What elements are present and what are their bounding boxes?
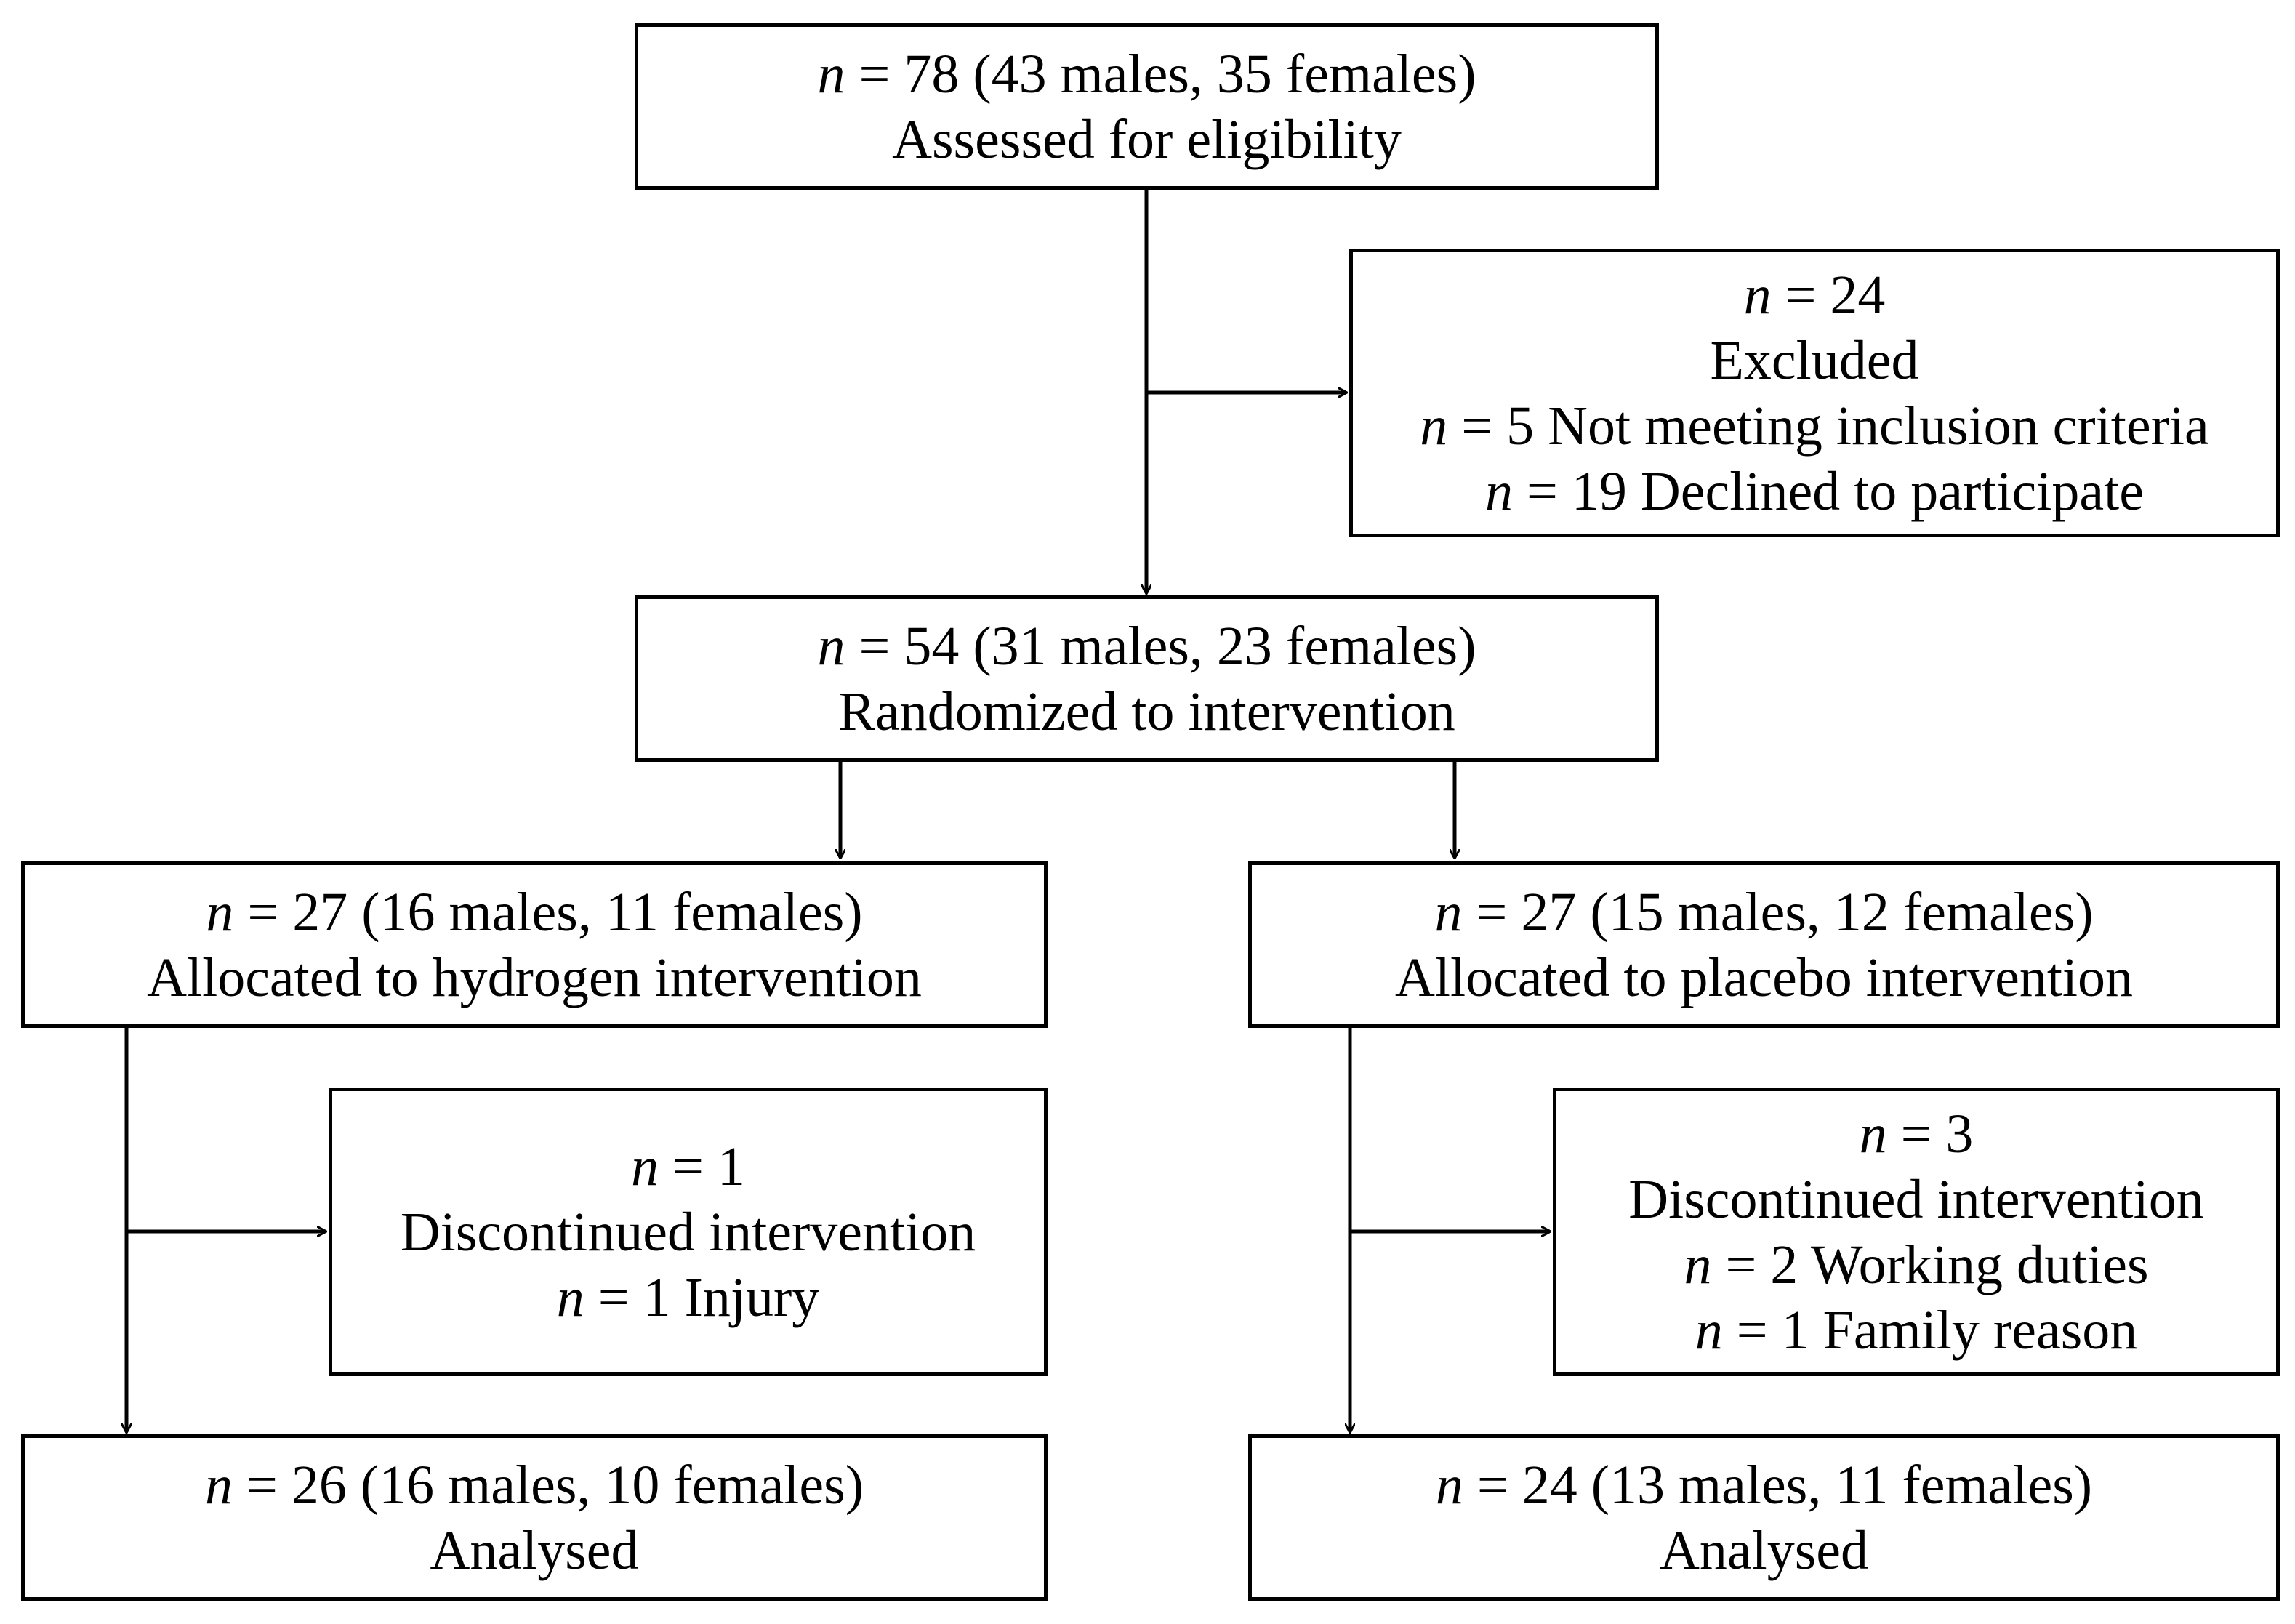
n-symbol: n <box>1485 460 1513 522</box>
assessed-line-2: Assessed for eligibility <box>892 107 1402 172</box>
analysed-p-line-1: n = 24 (13 males, 11 females) <box>1436 1452 2092 1518</box>
line-text: = 1 Injury <box>598 1266 820 1328</box>
n-symbol: n <box>206 881 234 943</box>
randomized-line-1: n = 54 (31 males, 23 females) <box>817 614 1476 679</box>
analysed-h-line-2: Analysed <box>430 1518 638 1583</box>
n-symbol: n <box>556 1266 584 1328</box>
discontinued-p-line-2: Discontinued intervention <box>1628 1167 2204 1232</box>
line-text: Assessed for eligibility <box>892 108 1402 170</box>
line-text: Allocated to hydrogen intervention <box>147 946 922 1008</box>
line-text: = 54 (31 males, 23 females) <box>859 615 1476 677</box>
line-text: = 1 Family reason <box>1736 1299 2138 1361</box>
line-text: Discontinued intervention <box>400 1201 976 1263</box>
placebo-line-1: n = 27 (15 males, 12 females) <box>1434 880 2093 945</box>
n-symbol: n <box>1684 1234 1712 1295</box>
randomized-line-2: Randomized to intervention <box>838 679 1455 744</box>
discontinued-p-line-1: n = 3 <box>1860 1101 1974 1167</box>
randomized-box: n = 54 (31 males, 23 females)Randomized … <box>635 595 1659 762</box>
placebo-allocation-box: n = 27 (15 males, 12 females)Allocated t… <box>1248 861 2280 1028</box>
line-text: = 27 (16 males, 11 females) <box>247 881 863 943</box>
discontinued-h-line-2: Discontinued intervention <box>401 1199 976 1265</box>
line-text: = 24 (13 males, 11 females) <box>1476 1454 2093 1516</box>
line-text: = 19 Declined to participate <box>1527 460 2144 522</box>
n-symbol: n <box>1695 1299 1723 1361</box>
n-symbol: n <box>817 615 845 677</box>
line-text: = 27 (15 males, 12 females) <box>1476 881 2094 943</box>
placebo-line-2: Allocated to placebo intervention <box>1395 945 2133 1010</box>
line-text: = 24 <box>1785 264 1886 326</box>
line-text: = 78 (43 males, 35 females) <box>859 43 1476 105</box>
line-text: Excluded <box>1710 329 1919 391</box>
analysed-h-line-1: n = 26 (16 males, 10 females) <box>205 1452 864 1518</box>
line-text: = 1 <box>672 1135 745 1197</box>
assessed-box: n = 78 (43 males, 35 females)Assessed fo… <box>635 23 1659 190</box>
discontinued-p-line-3: n = 2 Working duties <box>1684 1232 2148 1298</box>
line-text: = 26 (16 males, 10 females) <box>246 1454 864 1516</box>
excluded-line-1: n = 24 <box>1744 262 1886 328</box>
analysed-placebo-box: n = 24 (13 males, 11 females)Analysed <box>1248 1434 2280 1601</box>
hydrogen-line-2: Allocated to hydrogen intervention <box>147 945 922 1010</box>
hydrogen-allocation-box: n = 27 (16 males, 11 females)Allocated t… <box>21 861 1048 1028</box>
assessed-line-1: n = 78 (43 males, 35 females) <box>817 41 1476 107</box>
line-text: Randomized to intervention <box>838 680 1455 742</box>
line-text: = 5 Not meeting inclusion criteria <box>1461 395 2209 457</box>
excluded-line-3: n = 5 Not meeting inclusion criteria <box>1420 393 2209 459</box>
line-text: Analysed <box>1659 1519 1869 1581</box>
line-text: Analysed <box>430 1519 639 1581</box>
line-text: = 2 Working duties <box>1725 1234 2149 1295</box>
n-symbol: n <box>1420 395 1448 457</box>
excluded-line-2: Excluded <box>1710 328 1918 393</box>
n-symbol: n <box>204 1454 233 1516</box>
analysed-hydrogen-box: n = 26 (16 males, 10 females)Analysed <box>21 1434 1048 1601</box>
hydrogen-line-1: n = 27 (16 males, 11 females) <box>206 880 862 945</box>
discontinued-h-line-3: n = 1 Injury <box>557 1265 820 1330</box>
analysed-p-line-2: Analysed <box>1660 1518 1868 1583</box>
n-symbol: n <box>1435 1454 1463 1516</box>
line-text: Allocated to placebo intervention <box>1394 946 2134 1008</box>
line-text: = 3 <box>1900 1103 1974 1165</box>
discontinued-p-line-4: n = 1 Family reason <box>1695 1298 2138 1363</box>
n-symbol: n <box>631 1135 659 1197</box>
n-symbol: n <box>1743 264 1772 326</box>
line-text: Discontinued intervention <box>1628 1168 2204 1230</box>
n-symbol: n <box>817 43 845 105</box>
n-symbol: n <box>1859 1103 1887 1165</box>
discontinued-h-line-1: n = 1 <box>631 1134 745 1199</box>
n-symbol: n <box>1434 881 1463 943</box>
excluded-line-4: n = 19 Declined to participate <box>1485 459 2144 524</box>
